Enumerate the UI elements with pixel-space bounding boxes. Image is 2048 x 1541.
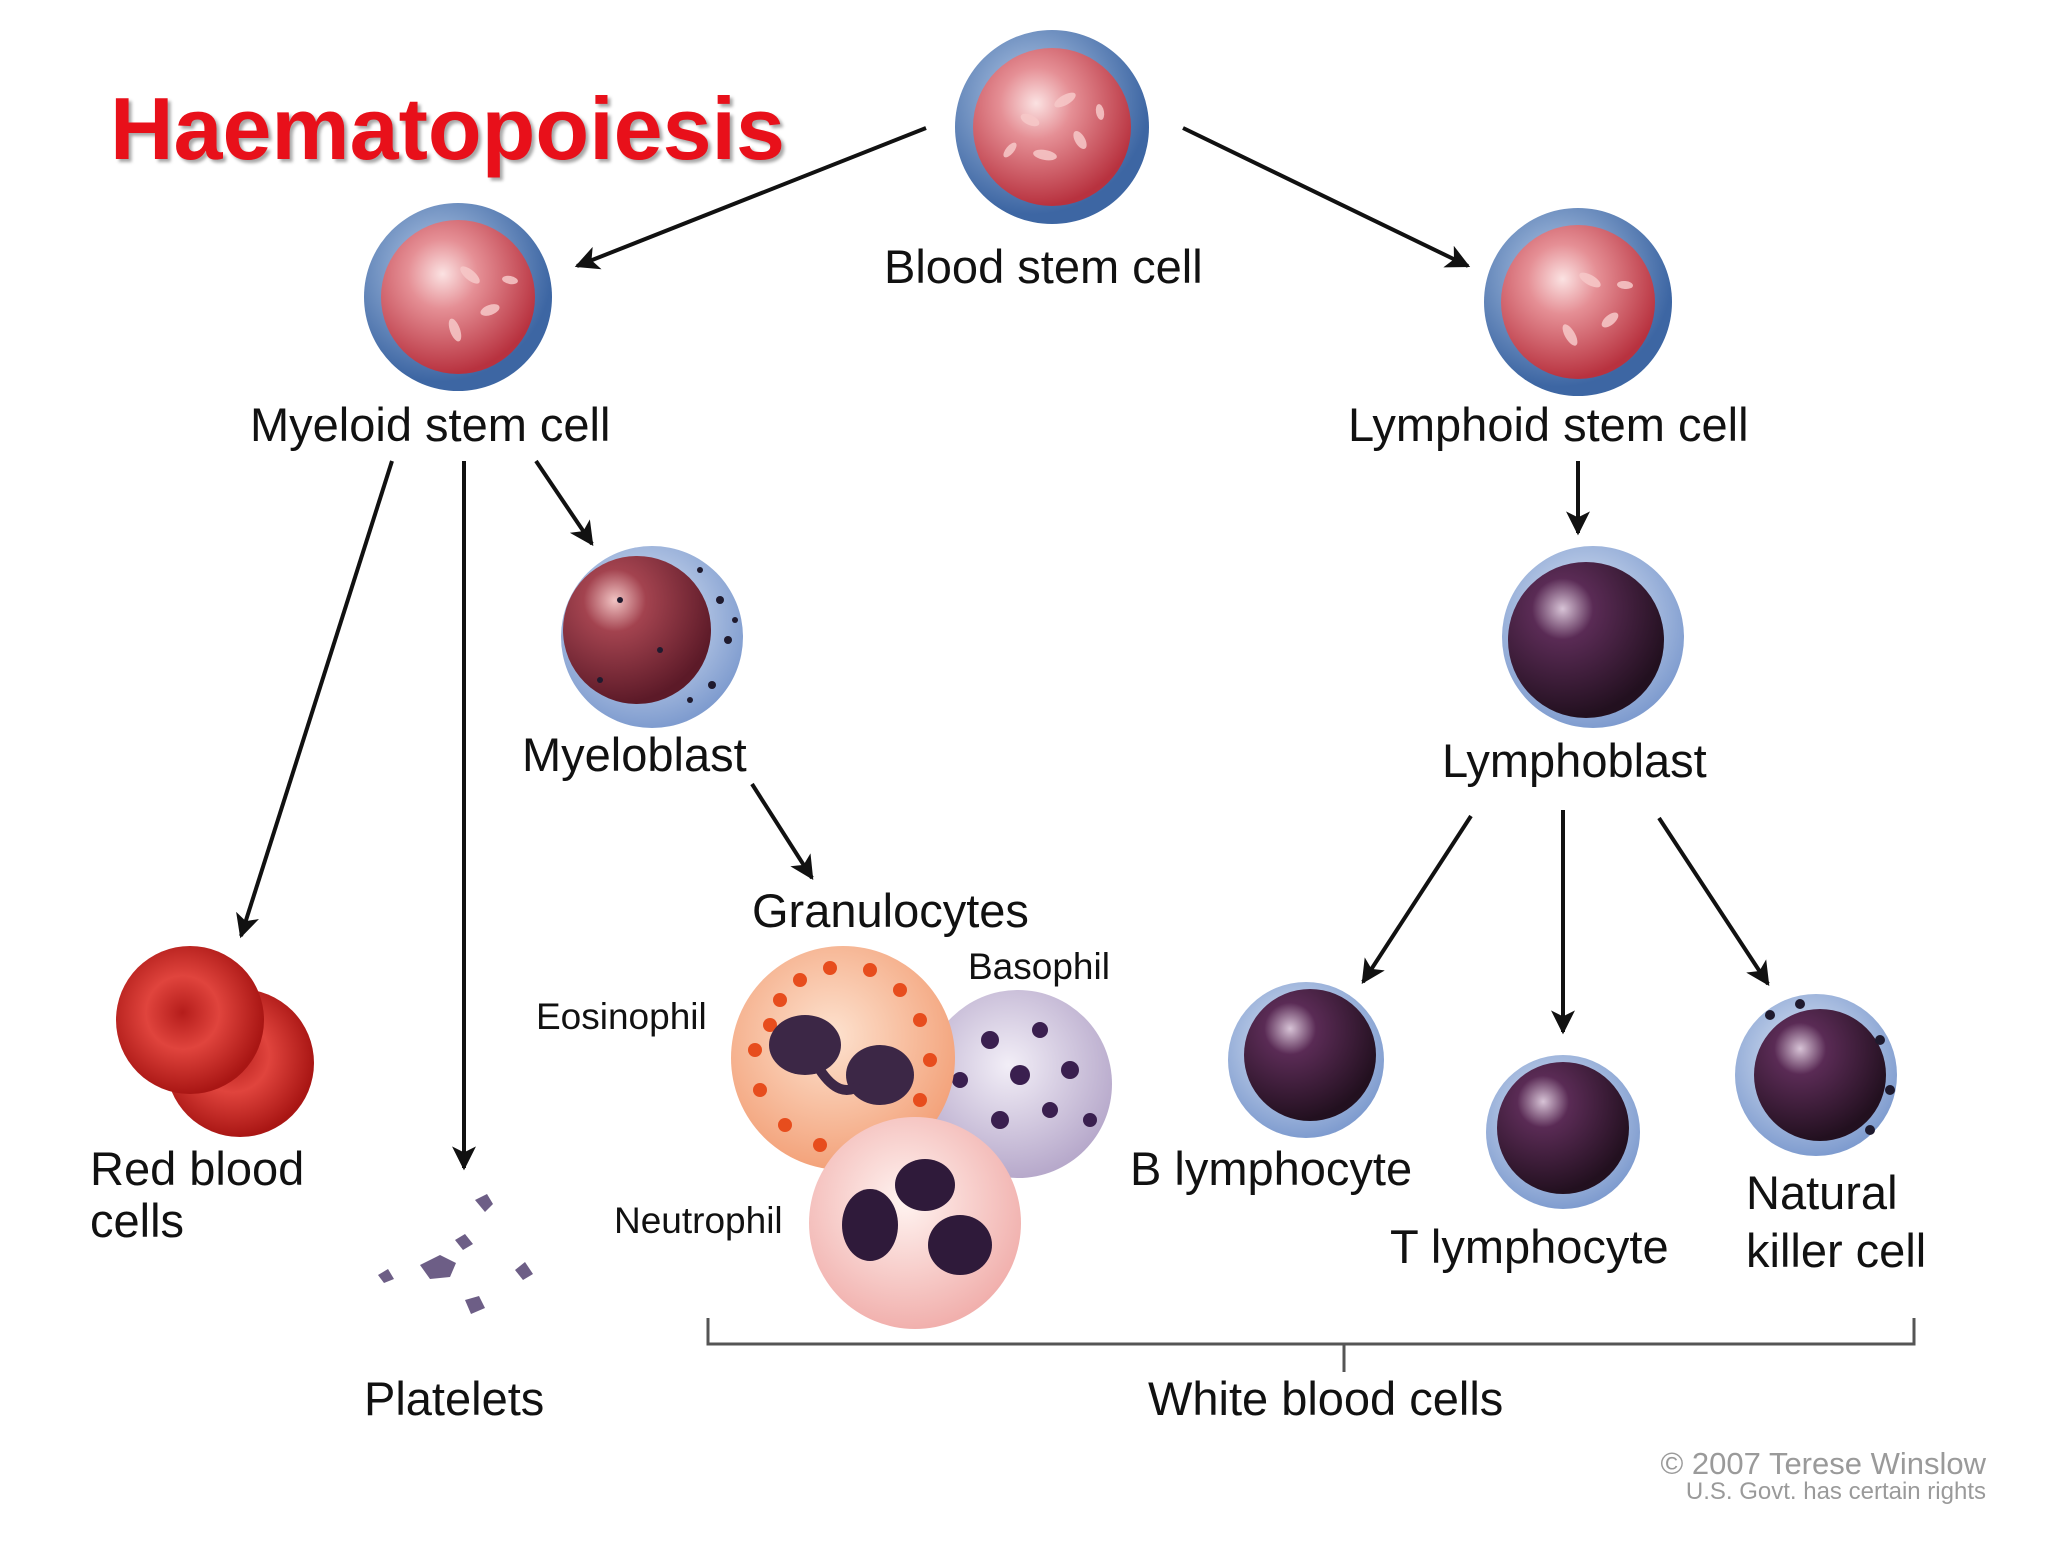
arrows [236, 126, 1770, 1171]
eosinophil-cell [731, 946, 955, 1170]
label-myeloblast: Myeloblast [522, 728, 747, 781]
white-blood-cells-bracket [706, 1318, 1916, 1372]
arrow-lymphoblast-to-natural-killer [1657, 816, 1770, 987]
arrow-stem-to-myeloid [574, 126, 927, 270]
label-platelets: Platelets [364, 1372, 545, 1425]
red-blood-cells-illustration [116, 946, 314, 1137]
label-myeloid-stem-cell: Myeloid stem cell [250, 398, 611, 451]
arrow-lymphoblast-to-b-lymphocyte [1361, 814, 1473, 985]
label-red-blood-cells-line2: cells [90, 1194, 185, 1247]
basophil-cell [924, 990, 1112, 1178]
arrow-stem-to-lymphoid [1182, 126, 1471, 268]
arrow-myeloblast-to-granulocytes [750, 782, 814, 881]
label-natural-killer-line2: killer cell [1746, 1224, 1927, 1277]
lymphoblast-cell [1502, 546, 1684, 728]
label-lymphoblast: Lymphoblast [1442, 734, 1707, 787]
blood-stem-cell [955, 30, 1149, 224]
natural-killer-cell [1735, 994, 1897, 1156]
t-lymphocyte-cell [1486, 1055, 1640, 1209]
lymphoid-stem-cell [1484, 208, 1672, 396]
b-lymphocyte-cell [1228, 982, 1384, 1138]
label-neutrophil: Neutrophil [614, 1200, 783, 1241]
arrow-myeloid-to-myeloblast [534, 459, 594, 546]
neutrophil-cell [809, 1117, 1021, 1329]
label-granulocytes: Granulocytes [752, 884, 1029, 937]
copyright-credit: © 2007 Terese Winslow [1660, 1446, 1986, 1481]
label-natural-killer-line1: Natural [1746, 1166, 1898, 1219]
myeloid-stem-cell [364, 203, 552, 391]
label-t-lymphocyte: T lymphocyte [1390, 1220, 1669, 1273]
label-b-lymphocyte: B lymphocyte [1130, 1142, 1413, 1195]
myeloblast-cell [561, 546, 743, 728]
copyright-rights: U.S. Govt. has certain rights [1685, 1478, 1986, 1505]
platelets-illustration [378, 1194, 533, 1314]
label-eosinophil: Eosinophil [536, 996, 707, 1037]
granulocytes-illustration [731, 946, 1112, 1329]
label-blood-stem-cell: Blood stem cell [884, 240, 1203, 293]
page-title: Haematopoiesis [110, 79, 785, 178]
label-white-blood-cells: White blood cells [1148, 1372, 1504, 1425]
label-red-blood-cells-line1: Red blood [90, 1142, 305, 1195]
arrow-myeloid-to-red-blood-cells [236, 460, 394, 939]
label-basophil: Basophil [968, 946, 1110, 987]
label-lymphoid-stem-cell: Lymphoid stem cell [1348, 398, 1749, 451]
